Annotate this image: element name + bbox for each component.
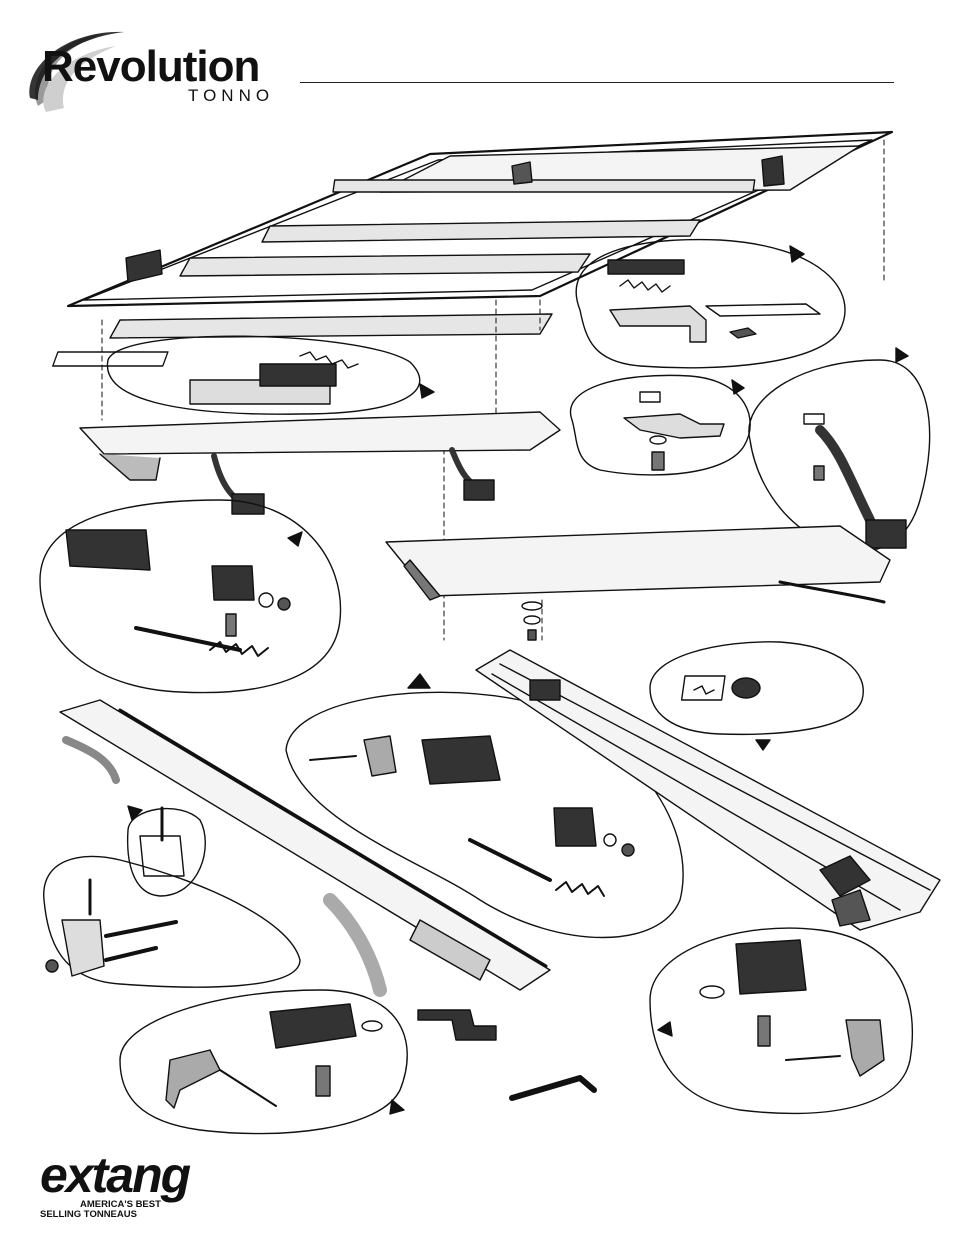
callout-clamp-top-right [576,240,845,368]
callout-endcap-bolt [40,500,341,693]
callout-plate-bolt [570,375,750,475]
rear-rail-panel [386,526,890,640]
maker-logo-word: extang [40,1146,189,1204]
callout-latch-bottom-left [120,990,407,1134]
right-side-rail [476,650,940,930]
tonneau-frame-assembly [68,132,892,338]
hex-key-icon [512,1078,594,1098]
front-rail-panel [80,412,560,514]
callout-latch-bottom-right [650,928,912,1113]
callout-strap [749,348,930,551]
tagline-line-2: SELLING TONNEAUS [40,1210,161,1220]
maker-tagline: AMERICA'S BEST SELLING TONNEAUS [40,1200,161,1220]
callout-spring-latch [53,336,434,414]
callout-bracket [650,642,863,750]
